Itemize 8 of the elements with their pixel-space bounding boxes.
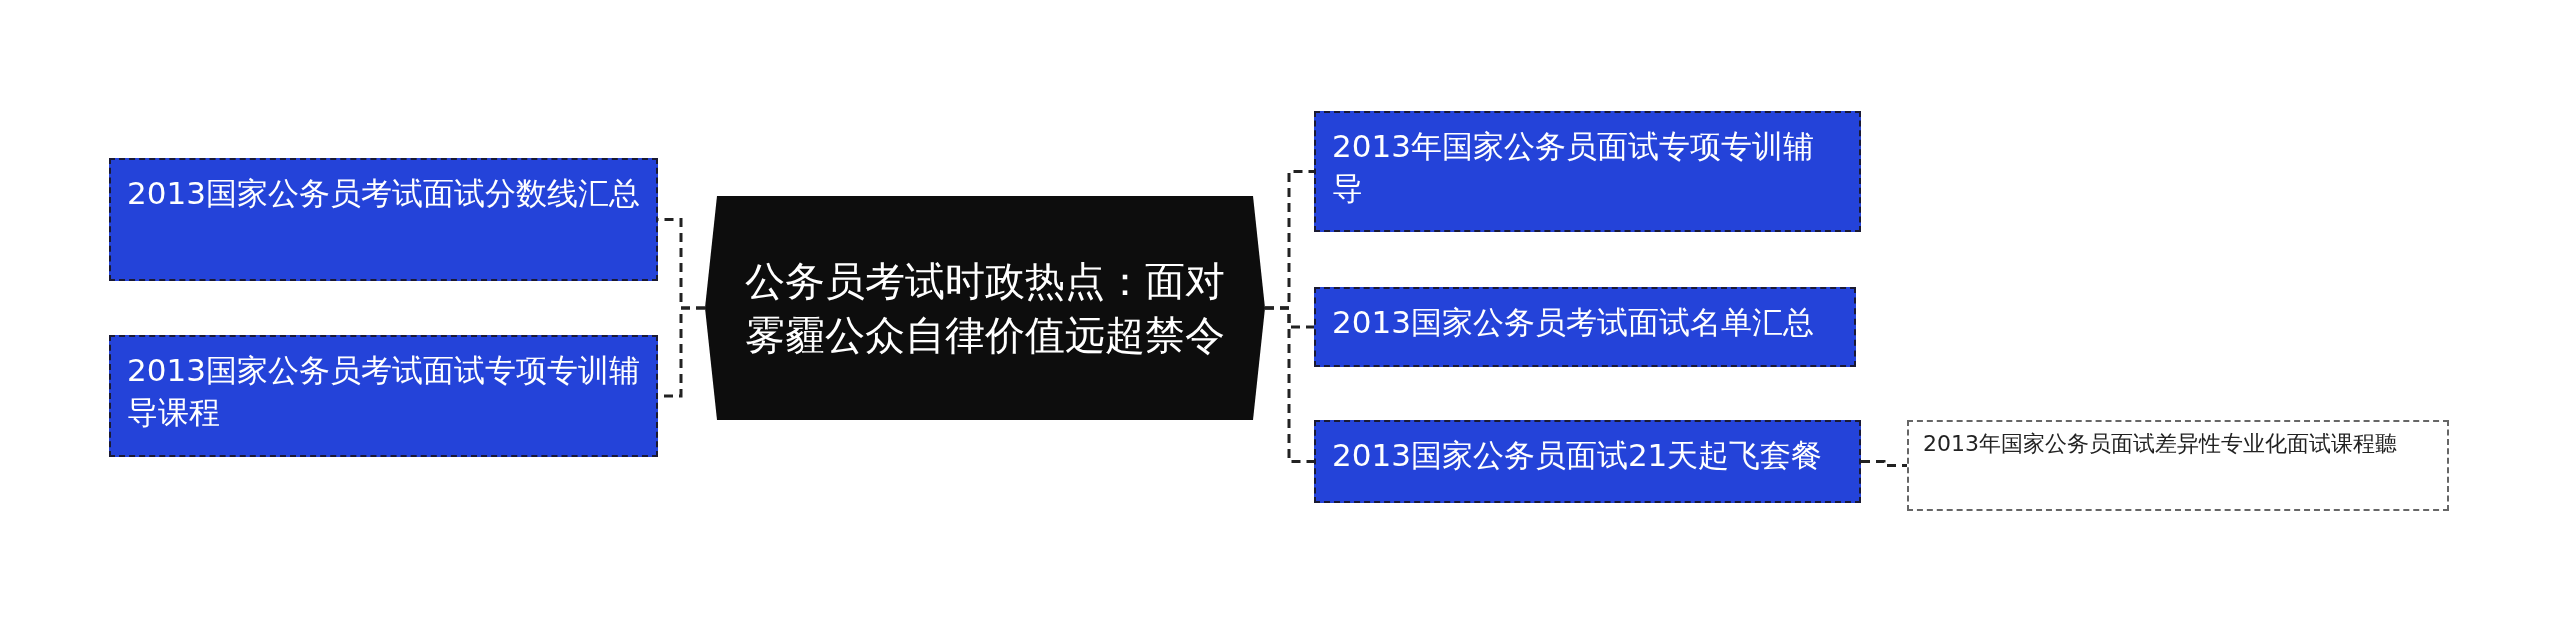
topic-box: 2013国家公务员考试面试名单汇总 — [1314, 287, 1856, 367]
topic-box: 2013国家公务员考试面试分数线汇总 — [109, 158, 658, 281]
connector — [1265, 306, 1314, 463]
subtopic-box: 2013年国家公务员面试差异性专业化面试课程聽 — [1907, 420, 2449, 511]
topic-box: 2013年国家公务员面试专项专训辅导 — [1314, 111, 1861, 232]
topic-box: 2013国家公务员面试21天起飞套餐 — [1314, 420, 1861, 503]
connector — [1861, 460, 1907, 467]
topic-box: 2013国家公务员考试面试专项专训辅导课程 — [109, 335, 658, 457]
